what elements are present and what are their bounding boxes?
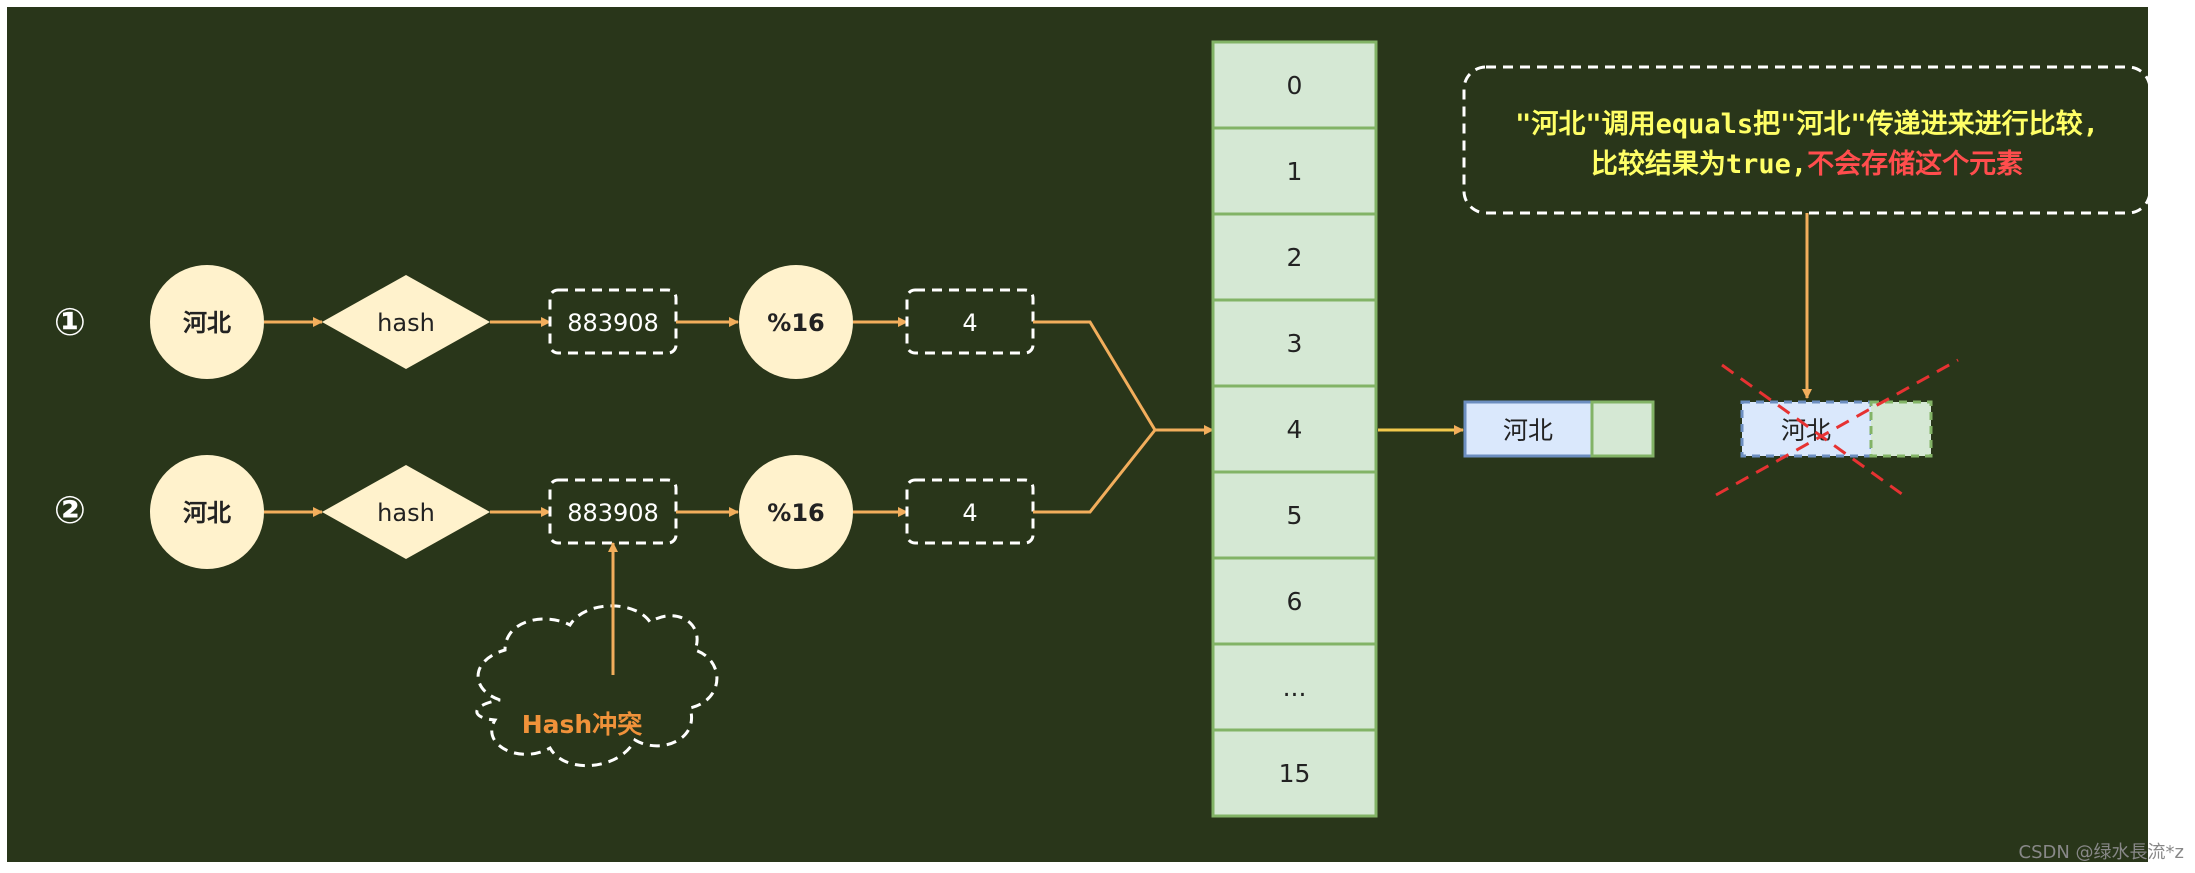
rejected-entry-next xyxy=(1869,400,1933,458)
key-label: 河北 xyxy=(183,309,231,337)
note-line-2-normal: 比较结果为true, xyxy=(1591,148,1807,180)
merge-line-row-2 xyxy=(1033,429,1157,514)
mod-node xyxy=(739,455,853,569)
key-node xyxy=(150,265,264,379)
hash-value-label: 883908 xyxy=(567,499,659,527)
array-slot-label: ... xyxy=(1283,673,1307,702)
watermark: CSDN @绿水長流*z xyxy=(2019,842,2185,863)
row-2: ② 河北 hash 883908 %16 4 xyxy=(54,455,1035,569)
stored-entry-key xyxy=(1463,400,1594,458)
hash-conflict-label: Hash冲突 xyxy=(522,710,642,739)
array-slot-label: 6 xyxy=(1287,587,1303,616)
array-slot-label: 4 xyxy=(1287,415,1303,444)
note-line-2: 比较结果为true,不会存储这个元素 xyxy=(1591,148,2023,180)
note-line-1: "河北"调用equals把"河北"传递进来进行比较, xyxy=(1515,108,2099,140)
array-slot-cell xyxy=(1211,728,1378,818)
array-slot-label: 3 xyxy=(1287,329,1303,358)
array-slot-label: 5 xyxy=(1287,501,1303,530)
hash-function-label: hash xyxy=(377,499,435,527)
array-slot-label: 2 xyxy=(1287,243,1303,272)
row-marker: ② xyxy=(54,488,86,532)
hash-value-label: 883908 xyxy=(567,309,659,337)
array-slot-6: 6 xyxy=(1211,556,1378,646)
array-slot-cell xyxy=(1211,642,1378,732)
cross-line-2 xyxy=(1715,358,1959,497)
bucket-array: 0 1 2 3 4 5 6... 15 xyxy=(1211,40,1378,818)
hash-function-label: hash xyxy=(377,309,435,337)
key-label: 河北 xyxy=(183,499,231,527)
stored-entry-next xyxy=(1590,400,1655,458)
array-slot-label: 1 xyxy=(1287,157,1303,186)
array-slot-5: 5 xyxy=(1211,470,1378,560)
array-slot-4: 4 xyxy=(1211,384,1378,474)
array-slot-cell xyxy=(1211,126,1378,216)
merge-line-row-1 xyxy=(1033,320,1157,431)
array-slot-label: 15 xyxy=(1279,759,1311,788)
array-slot-label: 0 xyxy=(1287,71,1303,100)
key-node xyxy=(150,455,264,569)
array-slot-cell xyxy=(1211,384,1378,474)
hash-conflict-cloud xyxy=(475,604,719,768)
array-slot-cell xyxy=(1211,40,1378,130)
row-marker: ① xyxy=(54,300,86,344)
array-slot-3: 3 xyxy=(1211,298,1378,388)
cross-line-1 xyxy=(1721,363,1907,499)
mod-label: %16 xyxy=(767,499,824,527)
rejected-entry-label: 河北 xyxy=(1781,416,1831,445)
hash-function-node xyxy=(322,465,490,559)
array-slot-2: 2 xyxy=(1211,212,1378,302)
index-label: 4 xyxy=(962,499,977,527)
note-line-2-highlight: 不会存储这个元素 xyxy=(1807,148,2023,180)
mod-node xyxy=(739,265,853,379)
array-slot-0: 0 xyxy=(1211,40,1378,130)
index-label: 4 xyxy=(962,309,977,337)
row-1: ① 河北 hash 883908 %16 4 xyxy=(54,265,1035,379)
array-slot-7: ... xyxy=(1211,642,1378,732)
array-slot-cell xyxy=(1211,556,1378,646)
stored-entry-label: 河北 xyxy=(1503,416,1553,445)
mod-label: %16 xyxy=(767,309,824,337)
array-slot-1: 1 xyxy=(1211,126,1378,216)
hash-function-node xyxy=(322,275,490,369)
array-slot-8: 15 xyxy=(1211,728,1378,818)
